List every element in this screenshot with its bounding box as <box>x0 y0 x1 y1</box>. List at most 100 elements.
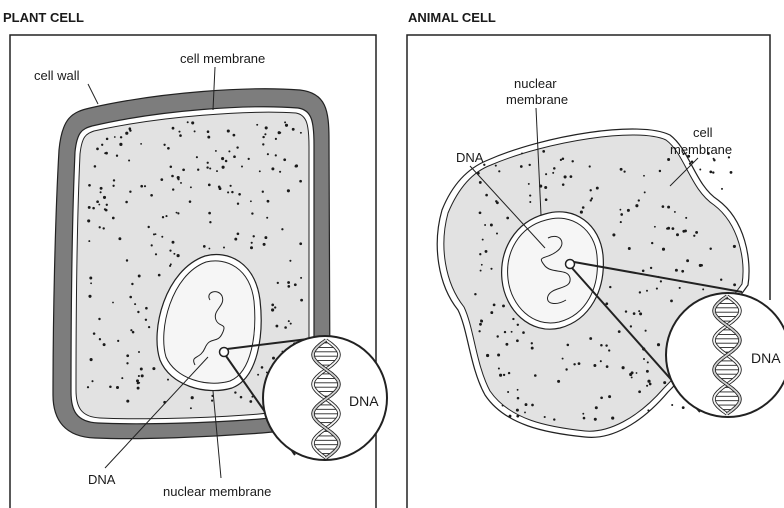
cytoplasm-granule <box>169 265 171 267</box>
cytoplasm-granule <box>651 242 653 244</box>
cytoplasm-granule <box>562 358 564 360</box>
cytoplasm-granule <box>98 204 100 206</box>
cytoplasm-granule <box>642 270 645 273</box>
cytoplasm-granule <box>191 396 194 399</box>
cytoplasm-granule <box>93 332 96 335</box>
cytoplasm-granule <box>721 188 723 190</box>
cytoplasm-granule <box>573 363 575 365</box>
cytoplasm-granule <box>148 226 150 228</box>
cytoplasm-granule <box>560 159 562 161</box>
cytoplasm-granule <box>544 416 546 418</box>
cytoplasm-granule <box>253 235 255 237</box>
cytoplasm-granule <box>484 224 486 226</box>
cytoplasm-granule <box>100 187 103 190</box>
cytoplasm-granule <box>267 153 269 155</box>
cytoplasm-granule <box>628 247 631 250</box>
cytoplasm-granule <box>104 208 106 210</box>
cytoplasm-granule <box>675 269 678 272</box>
cytoplasm-granule <box>647 409 649 411</box>
cytoplasm-granule <box>594 418 597 421</box>
cytoplasm-granule <box>177 178 179 180</box>
cytoplasm-granule <box>177 254 180 257</box>
cytoplasm-granule <box>126 259 128 261</box>
cytoplasm-granule <box>88 184 91 187</box>
cytoplasm-granule <box>674 211 676 213</box>
cytoplasm-granule <box>733 245 736 248</box>
cytoplasm-granule <box>208 248 210 250</box>
cytoplasm-granule <box>158 274 161 277</box>
cytoplasm-granule <box>233 155 236 158</box>
cytoplasm-granule <box>100 191 102 193</box>
cytoplasm-granule <box>609 286 611 288</box>
cytoplasm-granule <box>627 209 630 212</box>
cytoplasm-granule <box>654 226 656 228</box>
cytoplasm-granule <box>236 146 238 148</box>
cytoplasm-granule <box>590 189 592 191</box>
cytoplasm-granule <box>522 331 525 334</box>
cytoplasm-granule <box>228 150 230 152</box>
cytoplasm-granule <box>170 165 173 168</box>
cytoplasm-granule <box>91 380 93 382</box>
cytoplasm-granule <box>625 310 627 312</box>
cytoplasm-granule <box>529 201 531 203</box>
cytoplasm-granule <box>138 375 140 377</box>
cytoplasm-granule <box>114 136 116 138</box>
cytoplasm-granule <box>109 386 112 389</box>
cytoplasm-granule <box>191 121 194 124</box>
cytoplasm-granule <box>138 382 140 384</box>
cytoplasm-granule <box>271 308 274 311</box>
cytoplasm-granule <box>250 246 253 249</box>
cytoplasm-granule <box>130 329 132 331</box>
cytoplasm-granule <box>483 164 485 166</box>
cytoplasm-granule <box>639 312 642 315</box>
cytoplasm-granule <box>299 242 302 245</box>
cytoplasm-granule <box>709 171 712 174</box>
cytoplasm-granule <box>207 136 210 139</box>
cytoplasm-granule <box>498 170 500 172</box>
cytoplasm-granule <box>138 275 141 278</box>
plant-dna-label: DNA <box>88 472 116 487</box>
cytoplasm-granule <box>295 165 298 168</box>
cytoplasm-granule <box>497 353 500 356</box>
cytoplasm-granule <box>233 134 236 137</box>
cytoplasm-granule <box>240 396 243 399</box>
cytoplasm-granule <box>172 241 175 244</box>
cytoplasm-granule <box>631 376 633 378</box>
animal-nuclear-membrane-label-line2: membrane <box>506 92 568 107</box>
cytoplasm-granule <box>525 403 528 406</box>
cytoplasm-granule <box>582 206 585 209</box>
cytoplasm-granule <box>605 344 607 346</box>
cytoplasm-granule <box>695 231 698 234</box>
cytoplasm-granule <box>545 198 548 201</box>
cytoplasm-granule <box>105 152 108 155</box>
cytoplasm-granule <box>496 335 498 337</box>
cytoplasm-granule <box>490 311 493 314</box>
cytoplasm-granule <box>633 312 636 315</box>
cytoplasm-granule <box>231 191 233 193</box>
cytoplasm-granule <box>250 200 252 202</box>
cytoplasm-granule <box>227 129 230 132</box>
cytoplasm-granule <box>506 217 509 220</box>
plant-cell-heading: PLANT CELL <box>3 10 84 25</box>
cytoplasm-granule <box>528 164 530 166</box>
cytoplasm-granule <box>686 259 689 262</box>
cytoplasm-granule <box>699 169 701 171</box>
cytoplasm-granule <box>645 330 647 332</box>
cytoplasm-granule <box>121 377 123 379</box>
cytoplasm-granule <box>595 406 598 409</box>
cytoplasm-granule <box>681 270 684 273</box>
cytoplasm-granule <box>277 282 279 284</box>
cytoplasm-granule <box>646 290 648 292</box>
cytoplasm-granule <box>578 362 581 365</box>
cytoplasm-granule <box>553 418 555 420</box>
cytoplasm-granule <box>612 233 615 236</box>
cytoplasm-granule <box>265 126 268 129</box>
cytoplasm-granule <box>663 381 666 384</box>
cytoplasm-granule <box>94 165 97 168</box>
cytoplasm-granule <box>172 127 175 130</box>
cytoplasm-granule <box>207 162 209 164</box>
cytoplasm-granule <box>481 264 483 266</box>
cytoplasm-granule <box>504 331 506 333</box>
cytoplasm-granule <box>275 138 277 140</box>
cytoplasm-granule <box>478 330 480 332</box>
